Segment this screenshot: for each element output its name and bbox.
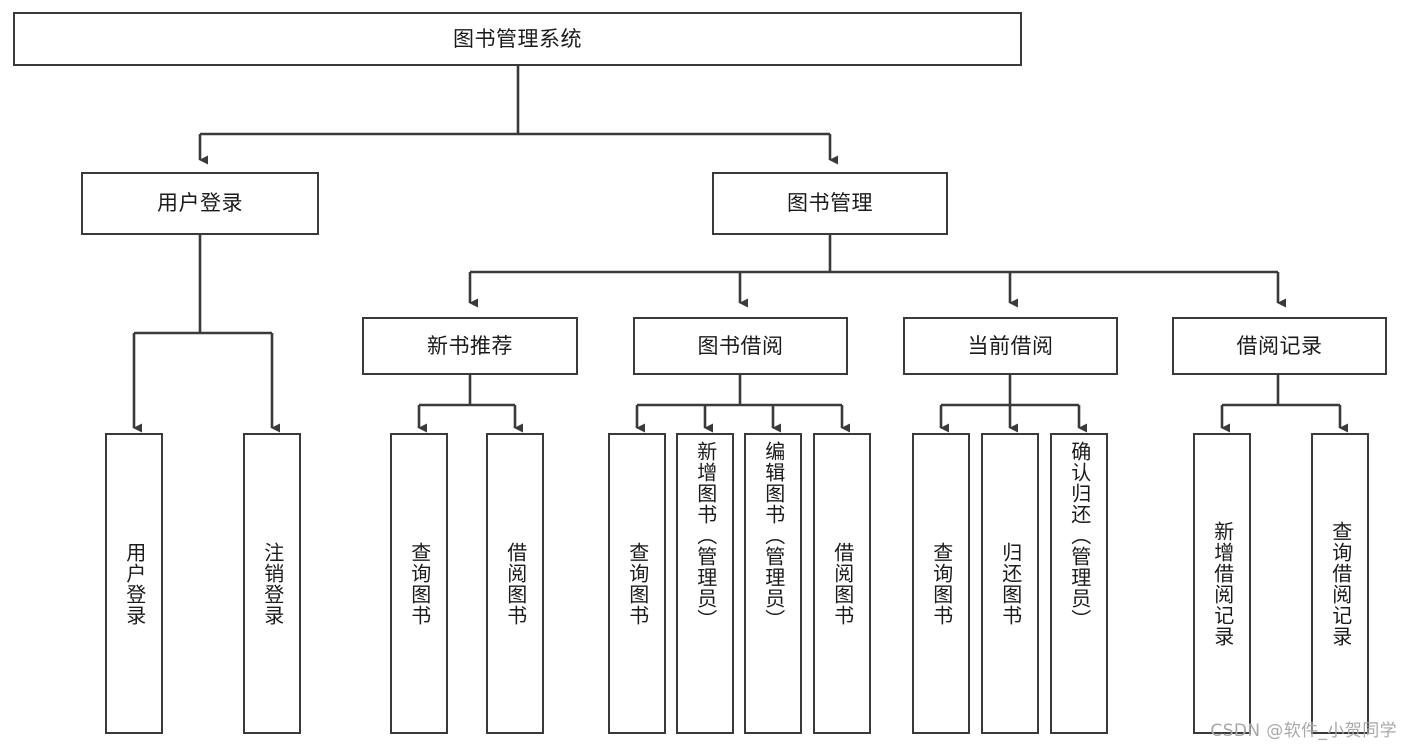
- leaf-current-borrow-confirm-label: 确认归还（管理员）: [1067, 441, 1092, 630]
- node-borrow-record[interactable]: 借阅记录: [1172, 317, 1387, 375]
- leaf-book-borrow-query-label: 查询图书: [625, 541, 650, 626]
- leaf-user-login-logout[interactable]: 注销登录: [243, 433, 301, 734]
- leaf-book-borrow-query[interactable]: 查询图书: [608, 433, 666, 734]
- node-user-login[interactable]: 用户登录: [81, 172, 319, 235]
- node-book-manage-label: 图书管理: [787, 191, 873, 216]
- leaf-user-login-logout-label: 注销登录: [260, 541, 285, 626]
- node-new-book-recommend[interactable]: 新书推荐: [362, 317, 578, 375]
- leaf-book-borrow-edit-label: 编辑图书（管理员）: [761, 441, 786, 630]
- leaf-current-borrow-return[interactable]: 归还图书: [981, 433, 1039, 734]
- node-root-system-label: 图书管理系统: [453, 26, 582, 51]
- leaf-current-borrow-return-label: 归还图书: [998, 541, 1023, 626]
- leaf-new-book-borrow[interactable]: 借阅图书: [486, 433, 544, 734]
- node-book-manage[interactable]: 图书管理: [712, 172, 948, 235]
- node-current-borrow-label: 当前借阅: [967, 333, 1054, 358]
- leaf-borrow-record-query-label: 查询借阅记录: [1328, 520, 1353, 647]
- leaf-new-book-query-label: 查询图书: [407, 541, 432, 626]
- leaf-current-borrow-confirm[interactable]: 确认归还（管理员）: [1050, 433, 1108, 734]
- node-book-borrow[interactable]: 图书借阅: [633, 317, 848, 375]
- leaf-borrow-record-add[interactable]: 新增借阅记录: [1193, 433, 1251, 734]
- node-borrow-record-label: 借阅记录: [1236, 333, 1323, 358]
- leaf-new-book-borrow-label: 借阅图书: [503, 541, 528, 626]
- node-user-login-label: 用户登录: [157, 191, 243, 216]
- leaf-book-borrow-add-label: 新增图书（管理员）: [693, 441, 718, 630]
- leaf-current-borrow-query-label: 查询图书: [929, 541, 954, 626]
- leaf-book-borrow-edit[interactable]: 编辑图书（管理员）: [744, 433, 802, 734]
- leaf-book-borrow-borrow-label: 借阅图书: [830, 541, 855, 626]
- node-new-book-recommend-label: 新书推荐: [427, 333, 513, 358]
- leaf-borrow-record-query[interactable]: 查询借阅记录: [1311, 433, 1369, 734]
- node-book-borrow-label: 图书借阅: [697, 333, 784, 358]
- leaf-user-login-login-label: 用户登录: [122, 541, 147, 626]
- leaf-new-book-query[interactable]: 查询图书: [390, 433, 448, 734]
- leaf-book-borrow-borrow[interactable]: 借阅图书: [813, 433, 871, 734]
- node-root-system[interactable]: 图书管理系统: [13, 12, 1022, 66]
- leaf-borrow-record-add-label: 新增借阅记录: [1210, 520, 1235, 647]
- leaf-book-borrow-add[interactable]: 新增图书（管理员）: [676, 433, 734, 734]
- node-current-borrow[interactable]: 当前借阅: [903, 317, 1118, 375]
- leaf-user-login-login[interactable]: 用户登录: [105, 433, 163, 734]
- leaf-current-borrow-query[interactable]: 查询图书: [912, 433, 970, 734]
